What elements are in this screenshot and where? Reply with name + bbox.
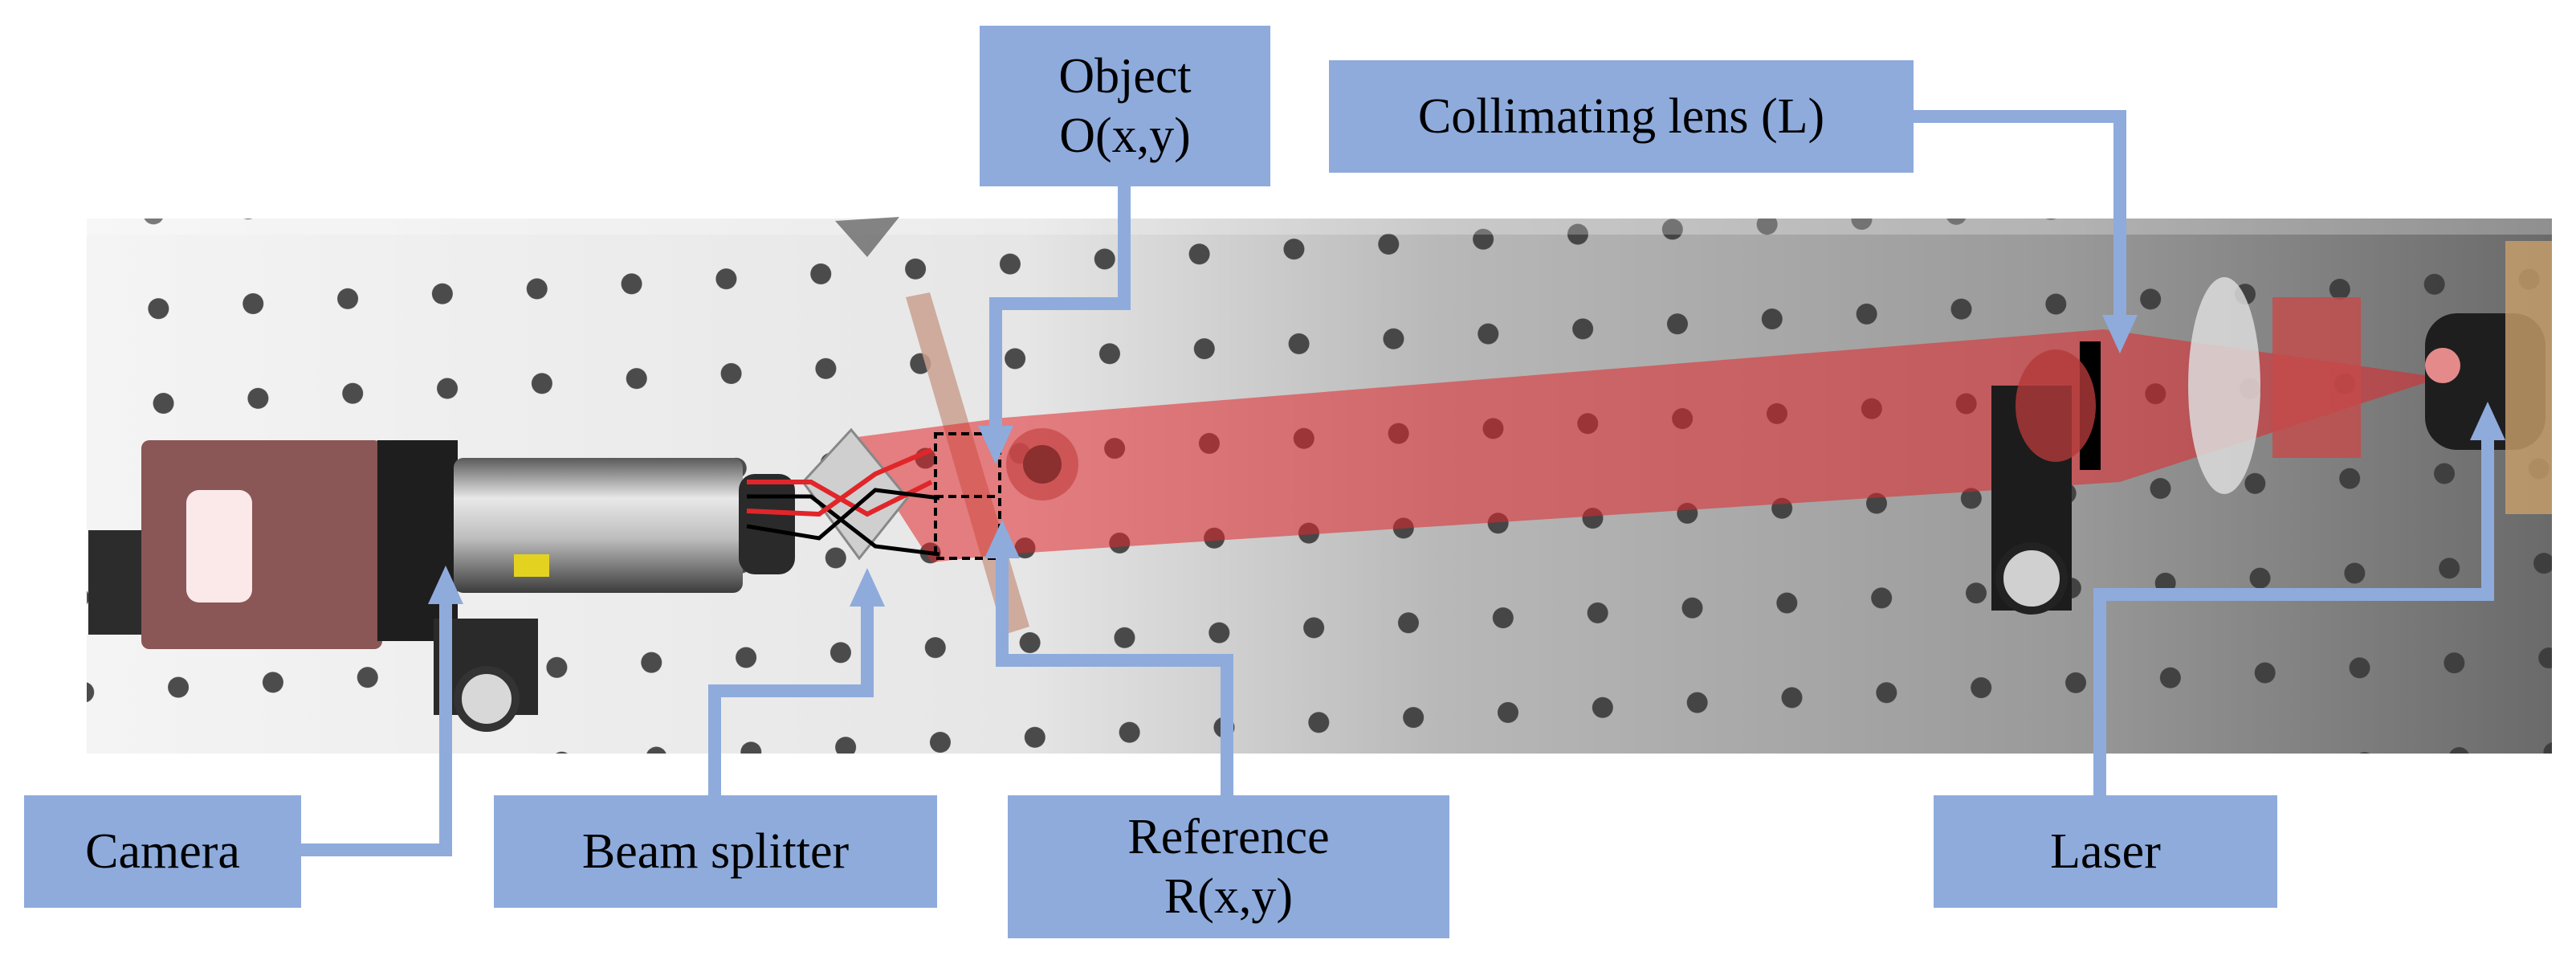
collimating-lens-assembly [1991,341,2101,615]
camera-label: Camera [24,795,301,908]
reference-label-line1: Reference [1127,809,1330,864]
laser-connector [2093,426,2494,795]
laser-arrowhead [2470,402,2505,440]
collimating-lens-label: Collimating lens (L) [1329,60,1914,173]
collimating-lens-arrowhead [2102,315,2138,353]
reference-label-line2: R(x,y) [1164,869,1294,924]
laser-label: Laser [1934,795,2277,908]
object-arrowhead [978,426,1013,464]
collimating-lens-connector [1913,110,2126,329]
beam-splitter-label-text: Beam splitter [581,823,850,879]
beam-splitter-label: Beam splitter [494,795,937,908]
camera-arrowhead [428,566,463,604]
connectors [299,110,2494,856]
laser-device [2188,241,2552,514]
beam-splitter-arrowhead [850,568,885,607]
camera-label-text: Camera [85,823,240,879]
object-label: Object O(x,y) [980,26,1270,186]
object-connector [989,186,1131,446]
object-label-line1: Object [1058,48,1192,104]
reference-connector [996,545,1233,795]
beam-splitter-connector [708,593,874,795]
collimating-lens-label-text: Collimating lens (L) [1417,88,1825,144]
camera-device [88,440,795,732]
object-mount [1006,428,1078,500]
laser-label-text: Laser [2050,823,2161,879]
beam-splitter-cube [746,427,1001,561]
object-label-line2: O(x,y) [1059,108,1191,163]
arrowheads [428,315,2505,607]
camera-connector [299,590,452,856]
reference-label: Reference R(x,y) [1008,795,1449,938]
reference-arrowhead [984,520,1020,558]
